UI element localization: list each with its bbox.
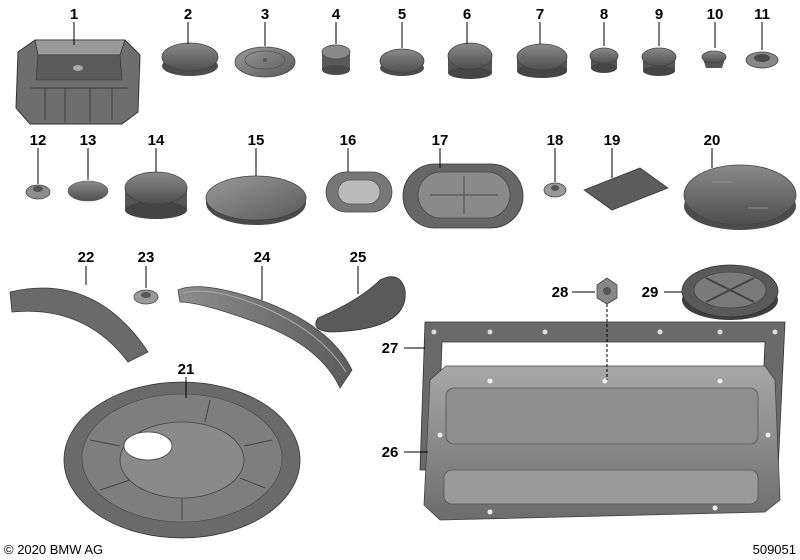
label-21: 21 — [178, 361, 195, 378]
part-20-oval-cap[interactable] — [683, 164, 797, 230]
part-23-clip[interactable] — [133, 289, 159, 305]
label-6: 6 — [463, 6, 471, 23]
part-17-oval-cover[interactable] — [402, 163, 524, 229]
part-12-clip[interactable] — [25, 184, 51, 200]
part-16-oval-grommet[interactable] — [325, 171, 393, 213]
part-4-plug[interactable] — [321, 44, 351, 75]
label-17: 17 — [432, 132, 449, 149]
part-8-plug[interactable] — [589, 47, 619, 73]
label-28: 28 — [552, 284, 569, 301]
part-14-plug[interactable] — [124, 171, 188, 219]
part-11-grommet[interactable] — [745, 51, 779, 69]
label-22: 22 — [78, 249, 95, 266]
label-26: 26 — [382, 444, 399, 461]
part-29-grommet[interactable] — [681, 264, 779, 320]
label-7: 7 — [536, 6, 544, 23]
part-13-cap[interactable] — [67, 180, 109, 202]
label-3: 3 — [261, 6, 269, 23]
label-9: 9 — [655, 6, 663, 23]
part-1-tray[interactable] — [15, 39, 141, 125]
part-18-clip[interactable] — [543, 182, 567, 198]
part-2-plug[interactable] — [161, 42, 219, 76]
part-25-pad[interactable] — [315, 276, 406, 333]
label-15: 15 — [248, 132, 265, 149]
part-22-curved-strip[interactable] — [9, 287, 149, 363]
part-28-nut[interactable] — [596, 277, 618, 305]
part-21-round-cover[interactable] — [63, 381, 301, 539]
label-20: 20 — [704, 132, 721, 149]
part-10-plug[interactable] — [701, 50, 727, 68]
label-24: 24 — [254, 249, 271, 266]
label-27: 27 — [382, 340, 399, 357]
part-5-plug[interactable] — [379, 48, 425, 76]
part-19-pad[interactable] — [583, 167, 669, 211]
part-6-plug[interactable] — [447, 42, 493, 79]
part-9-plug[interactable] — [641, 47, 677, 76]
label-11: 11 — [754, 6, 770, 23]
copyright-text: © 2020 BMW AG — [4, 542, 103, 557]
part-3-grommet[interactable] — [234, 46, 296, 78]
label-19: 19 — [604, 132, 621, 149]
label-4: 4 — [332, 6, 341, 23]
label-1: 1 — [70, 6, 78, 23]
label-16: 16 — [340, 132, 357, 149]
label-23: 23 — [138, 249, 155, 266]
label-5: 5 — [398, 6, 406, 23]
label-18: 18 — [547, 132, 564, 149]
label-13: 13 — [80, 132, 97, 149]
part-26-tray-plate[interactable] — [423, 365, 781, 521]
label-2: 2 — [184, 6, 192, 23]
part-7-plug[interactable] — [516, 43, 568, 78]
label-10: 10 — [707, 6, 724, 23]
part-15-disc[interactable] — [205, 175, 307, 225]
label-25: 25 — [350, 249, 367, 266]
label-29: 29 — [642, 284, 659, 301]
label-12: 12 — [30, 132, 47, 149]
label-8: 8 — [600, 6, 608, 23]
part-24-channel[interactable] — [177, 286, 353, 389]
diagram-number: 509051 — [753, 542, 796, 557]
label-14: 14 — [148, 132, 165, 149]
